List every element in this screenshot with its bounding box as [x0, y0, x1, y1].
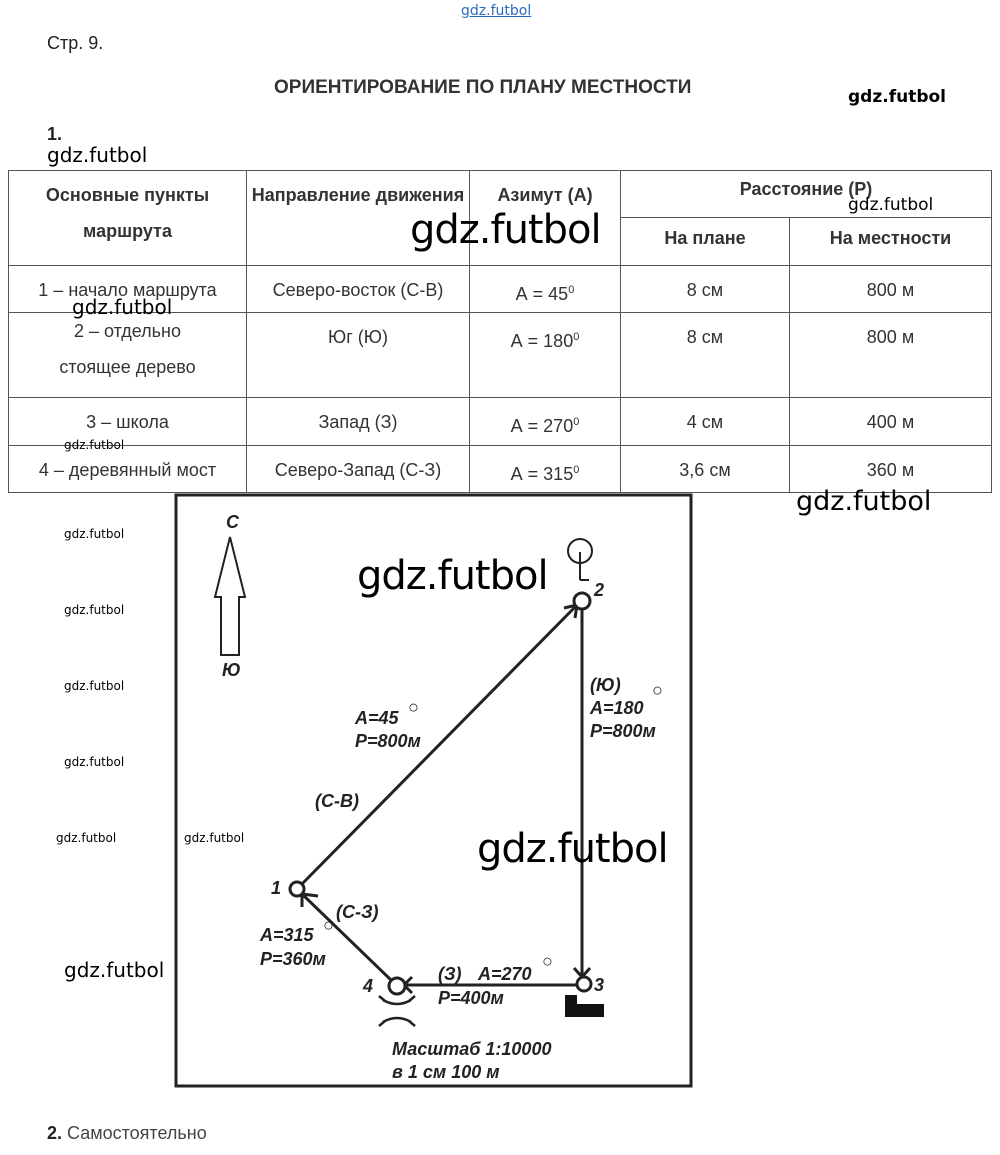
cell-ground: 400 м	[789, 397, 992, 446]
seg41-direction: (С-З)	[336, 902, 379, 922]
north-arrow-icon	[213, 536, 247, 656]
seg41-azimuth: А=315	[259, 925, 315, 945]
watermark: gdz.futbol	[64, 527, 125, 541]
table-row: 2 – отдельно стоящее дерево Юг (Ю) А = 1…	[8, 312, 992, 398]
seg12-azimuth: А=45	[354, 708, 400, 728]
cell-plan: 4 см	[620, 397, 790, 446]
table-row: 4 – деревянный мост Северо-Запад (С-З) А…	[8, 445, 992, 493]
school-icon	[565, 995, 604, 1017]
seg34-direction: (З)	[438, 964, 462, 984]
watermark: gdz.futbol	[64, 755, 125, 769]
seg34-azimuth: А=270	[477, 964, 532, 984]
cell-ground: 800 м	[789, 265, 992, 313]
bridge-icon	[378, 995, 416, 1027]
seg23-azimuth: А=180	[589, 698, 644, 718]
seg41-distance: Р=360м	[260, 949, 326, 969]
cell-point: 4 – деревянный мост	[8, 445, 247, 493]
watermark: gdz.futbol	[410, 207, 602, 253]
page-title: ОРИЕНТИРОВАНИЕ ПО ПЛАНУ МЕСТНОСТИ	[274, 77, 692, 98]
page-label: Стр. 9.	[47, 33, 104, 53]
cell-ground: 360 м	[789, 445, 992, 493]
seg12-distance: Р=800м	[355, 731, 421, 751]
south-label: Ю	[222, 660, 241, 680]
watermark: gdz.futbol	[72, 295, 173, 319]
point-3-marker	[575, 975, 593, 993]
map-frame	[174, 493, 693, 1088]
header-on-ground: На местности	[789, 217, 992, 266]
segment-1-2	[299, 603, 579, 887]
segment-4-1	[300, 892, 393, 982]
header-on-plan: На плане	[620, 217, 790, 266]
point-3-label: 3	[594, 975, 604, 995]
watermark: gdz.futbol	[357, 553, 549, 599]
route-table: Основные пункты маршрута Направление дви…	[8, 170, 992, 493]
cell-direction: Юг (Ю)	[246, 312, 470, 398]
watermark: gdz.futbol	[848, 87, 946, 107]
degree-mark: ○	[652, 680, 663, 700]
header-azimuth: Азимут (А)	[469, 170, 621, 266]
watermark: gdz.futbol	[64, 603, 125, 617]
table-row: 3 – школа Запад (З) А = 2700 4 см 400 м	[8, 397, 992, 446]
degree-mark: ○	[408, 697, 419, 717]
map-scale-note: в 1 см 100 м	[392, 1062, 500, 1082]
header-points: Основные пункты маршрута	[8, 170, 247, 266]
watermark: gdz.futbol	[64, 438, 125, 452]
watermark: gdz.futbol	[64, 679, 125, 693]
header-distance: Расстояние (Р)	[620, 170, 992, 218]
seg34-distance: Р=400м	[438, 988, 504, 1008]
degree-mark: ○	[323, 915, 334, 935]
point-1-marker	[288, 880, 306, 898]
table-row: 1 – начало маршрута Северо-восток (С-В) …	[8, 265, 992, 313]
cell-point: 1 – начало маршрута	[8, 265, 247, 313]
watermark: gdz.futbol	[796, 486, 932, 517]
watermark: gdz.futbol	[64, 958, 165, 982]
point-2-marker	[572, 591, 592, 611]
watermark: gdz.futbol	[461, 3, 532, 19]
cell-point: 3 – школа	[8, 397, 247, 446]
tree-icon	[567, 538, 593, 581]
cell-azimuth: А = 450	[469, 265, 621, 313]
cell-direction: Северо-Запад (С-З)	[246, 445, 470, 493]
degree-mark: ○	[542, 951, 553, 971]
watermark: gdz.futbol	[477, 826, 669, 872]
cell-point: 2 – отдельно стоящее дерево	[8, 312, 247, 398]
cell-plan: 8 см	[620, 312, 790, 398]
task-1-number: 1.	[47, 124, 63, 144]
route-points	[288, 591, 593, 996]
cell-plan: 8 см	[620, 265, 790, 313]
seg23-distance: Р=800м	[590, 721, 656, 741]
point-1-label: 1	[271, 878, 281, 898]
seg12-direction: (С-В)	[315, 791, 359, 811]
cell-ground: 800 м	[789, 312, 992, 398]
map-scale: Масштаб 1:10000	[392, 1039, 551, 1059]
cell-azimuth: А = 3150	[469, 445, 621, 493]
cell-plan: 3,6 см	[620, 445, 790, 493]
point-4-marker	[387, 976, 407, 996]
north-label: С	[226, 512, 240, 532]
point-4-label: 4	[362, 976, 373, 996]
task-2: 2. Самостоятельно	[47, 1123, 207, 1143]
cell-azimuth: А = 2700	[469, 397, 621, 446]
watermark: gdz.futbol	[184, 831, 245, 845]
watermark: gdz.futbol	[56, 831, 117, 845]
watermark: gdz.futbol	[47, 143, 148, 167]
watermark: gdz.futbol	[848, 195, 934, 215]
point-2-label: 2	[593, 580, 604, 600]
seg23-direction: (Ю)	[590, 675, 621, 695]
